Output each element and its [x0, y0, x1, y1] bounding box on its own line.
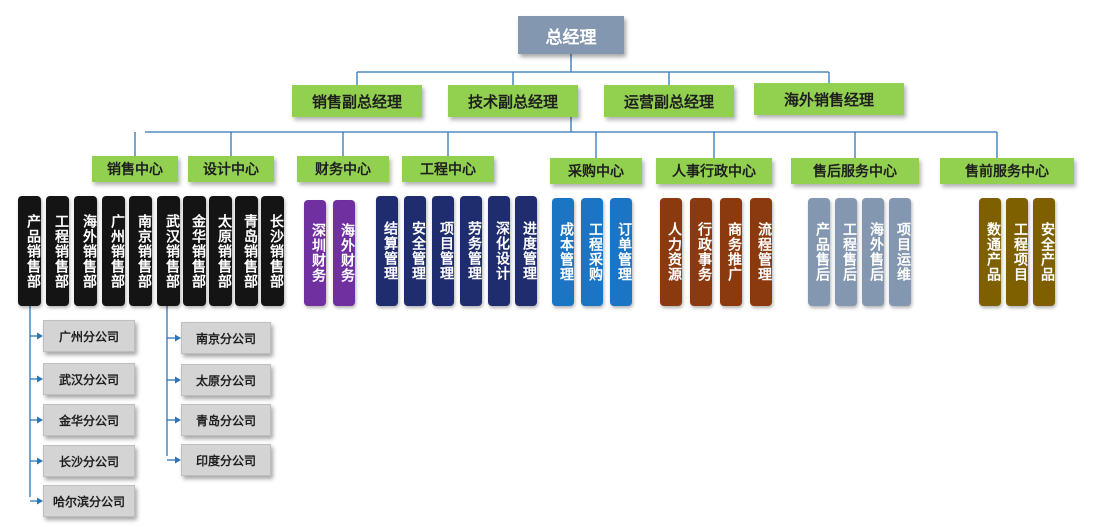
center-design: 设计中心: [188, 156, 274, 182]
dept-admin-affairs: 行政事务: [690, 198, 712, 306]
arrow-head: [175, 376, 181, 384]
dept-overseas-sales: 海外销售部: [74, 196, 97, 306]
dept-qingdao-sales: 青岛销售部: [235, 196, 258, 306]
center-procurement: 采购中心: [550, 158, 642, 184]
dept-human-resources: 人力资源: [660, 198, 682, 306]
dept-overseas-after-sales: 海外售后: [862, 198, 884, 306]
branch-harbin: 哈尔滨分公司: [43, 485, 135, 517]
center-after-sales: 售后服务中心: [791, 158, 919, 184]
dept-guangzhou-sales: 广州销售部: [102, 196, 125, 306]
branch-jinhua: 金华分公司: [43, 404, 135, 436]
branch-qingdao: 青岛分公司: [181, 404, 271, 436]
dept-project: 项目管理: [432, 196, 454, 306]
dept-shenzhen-finance: 深圳财务: [304, 200, 326, 306]
dept-labor: 劳务管理: [460, 196, 482, 306]
arrow-head: [37, 497, 43, 505]
dept-process: 流程管理: [750, 198, 772, 306]
vp-tech-box: 技术副总经理: [448, 85, 578, 117]
branch-guangzhou: 广州分公司: [43, 320, 135, 352]
vp-ops-label: 运营副总经理: [623, 92, 714, 111]
dept-jinhua-sales: 金华销售部: [183, 196, 206, 306]
dept-nanjing-sales: 南京销售部: [129, 196, 152, 306]
dept-eng-procurement: 工程采购: [581, 198, 603, 306]
dept-eng-after-sales: 工程售后: [835, 198, 857, 306]
dept-detail-design: 深化设计: [488, 196, 510, 306]
center-engineering: 工程中心: [402, 156, 494, 182]
dept-business-promo: 商务推广: [720, 198, 742, 306]
dept-wuhan-sales: 武汉销售部: [157, 196, 180, 306]
center-finance-label: 财务中心: [315, 162, 371, 178]
overseas-sales-manager-label: 海外销售经理: [783, 90, 874, 109]
dept-datacom-products: 数通产品: [979, 198, 1001, 306]
center-pre-sales: 售前服务中心: [940, 158, 1074, 184]
dept-eng-projects: 工程项目: [1006, 198, 1028, 306]
dept-overseas-finance: 海外财务: [333, 200, 355, 306]
arrow-head: [37, 375, 43, 383]
arrow-head: [175, 416, 181, 424]
vp-sales-label: 销售副总经理: [311, 92, 402, 111]
center-sales-label: 销售中心: [107, 162, 163, 178]
vp-ops-box: 运营副总经理: [604, 85, 734, 117]
dept-changsha-sales: 长沙销售部: [261, 196, 284, 306]
vp-tech-label: 技术副总经理: [467, 92, 558, 111]
vp-sales-box: 销售副总经理: [292, 85, 422, 117]
center-procurement-label: 采购中心: [568, 164, 624, 180]
center-sales: 销售中心: [92, 156, 178, 182]
branch-changsha: 长沙分公司: [43, 445, 135, 477]
dept-security-products: 安全产品: [1033, 198, 1055, 306]
arrow-head: [37, 457, 43, 465]
overseas-sales-manager-box: 海外销售经理: [754, 83, 904, 115]
center-pre-sales-label: 售前服务中心: [965, 164, 1049, 180]
dept-orders: 订单管理: [610, 198, 632, 306]
center-after-sales-label: 售后服务中心: [813, 164, 897, 180]
center-design-label: 设计中心: [203, 162, 259, 178]
dept-engineering-sales: 工程销售部: [46, 196, 69, 306]
dept-product-sales: 产品销售部: [18, 196, 41, 306]
branch-taiyuan: 太原分公司: [181, 364, 271, 396]
arrow-head: [37, 416, 43, 424]
center-engineering-label: 工程中心: [420, 162, 476, 178]
center-hr-admin: 人事行政中心: [656, 158, 772, 184]
arrow-head: [175, 456, 181, 464]
dept-product-after-sales: 产品售后: [808, 198, 830, 306]
center-finance: 财务中心: [297, 156, 389, 182]
center-hr-admin-label: 人事行政中心: [672, 164, 756, 180]
dept-safety: 安全管理: [404, 196, 426, 306]
general-manager-box: 总经理: [518, 16, 624, 54]
dept-project-ops: 项目运维: [889, 198, 911, 306]
arrow-head: [37, 332, 43, 340]
dept-taiyuan-sales: 太原销售部: [209, 196, 232, 306]
branch-india: 印度分公司: [181, 444, 271, 476]
branch-nanjing: 南京分公司: [181, 322, 271, 354]
dept-schedule: 进度管理: [515, 196, 537, 306]
dept-settlement: 结算管理: [376, 196, 398, 306]
dept-cost: 成本管理: [552, 198, 574, 306]
arrow-head: [175, 334, 181, 342]
branch-wuhan: 武汉分公司: [43, 363, 135, 395]
general-manager-label: 总经理: [545, 27, 597, 48]
